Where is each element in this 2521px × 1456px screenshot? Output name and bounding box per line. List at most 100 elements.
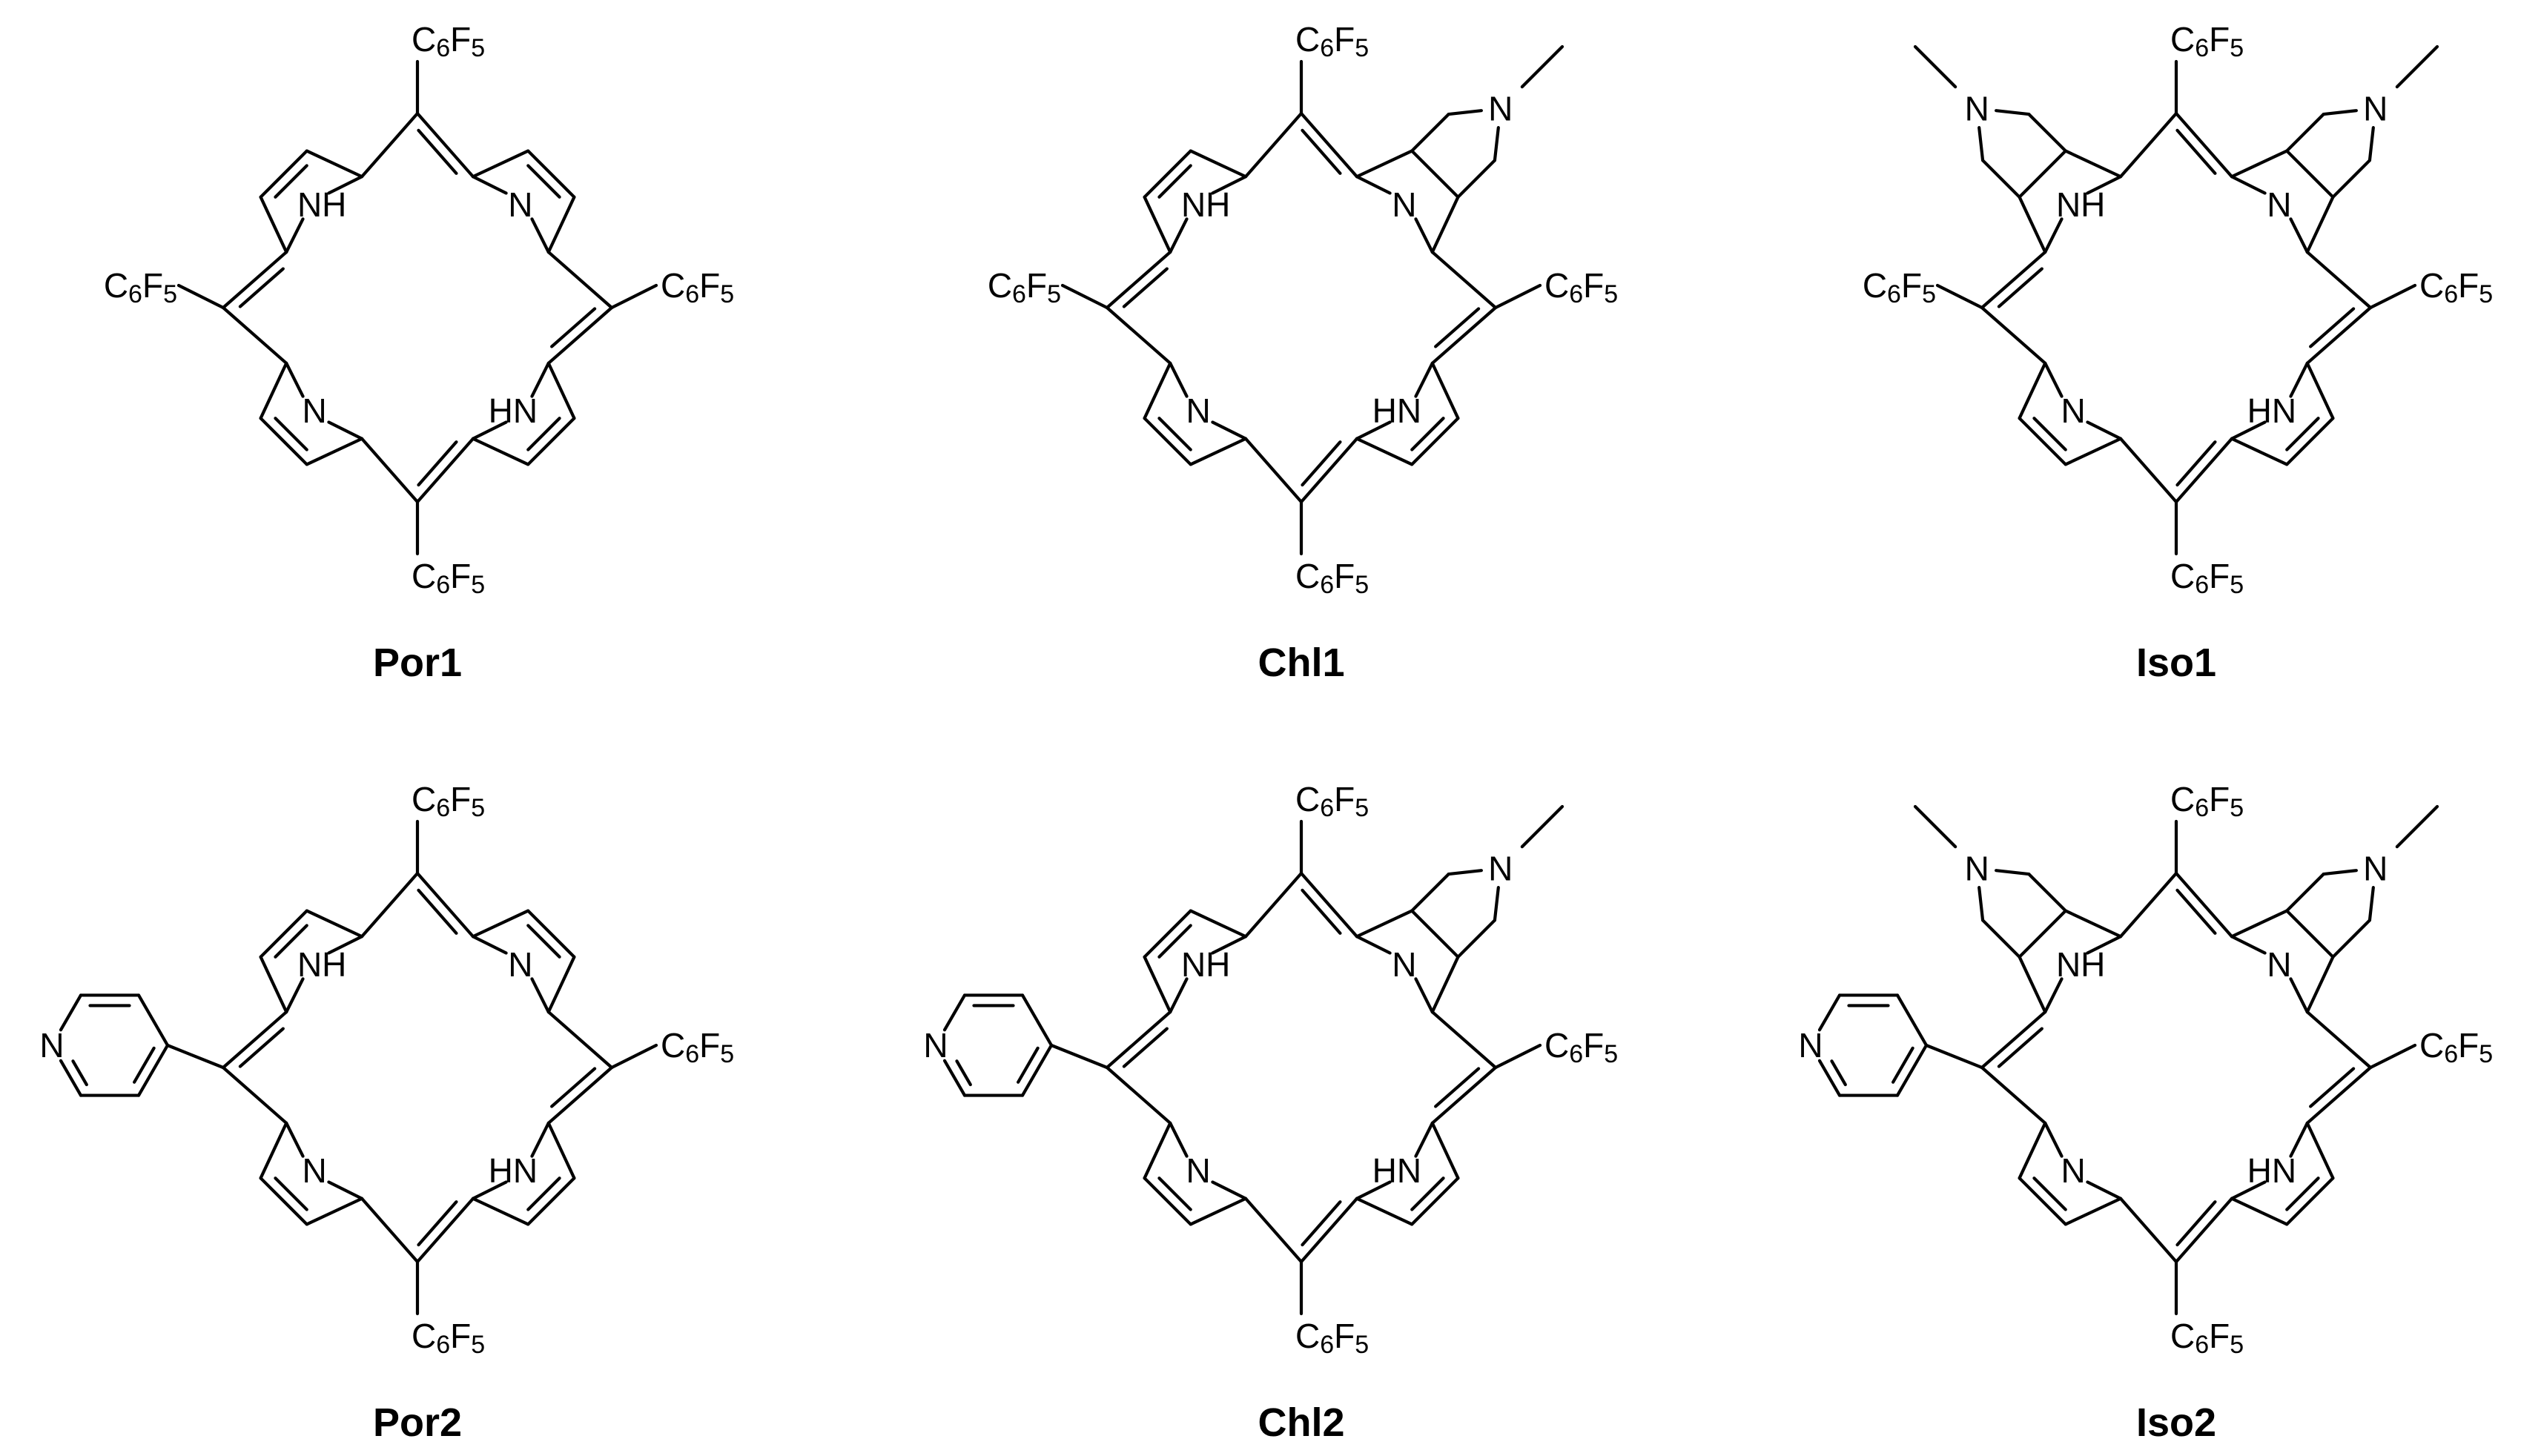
compound-label-iso2: Iso2 [2136,1400,2216,1445]
ring-bond [1430,195,1460,254]
ring-bond [471,149,530,179]
substituent-c: C [661,1026,685,1065]
substituent-f: F [1334,1317,1355,1355]
meso-double-bond [415,1197,475,1264]
pyrrolidine-bond [1456,919,1497,959]
meso-double-bond-inner [417,128,458,175]
substituent-f: F [1901,266,1922,305]
meso-bond [360,871,420,939]
pyridine-double-bond-inner [71,1059,88,1087]
c6f5-right: C6F5 [661,1026,734,1068]
ring-bond [471,1197,530,1226]
meso-double-bond-inner [1301,1200,1342,1247]
meso-bond [2118,1197,2178,1264]
n-label: N [2061,1151,2086,1190]
meso-bond [2305,1010,2373,1070]
ring-bond [1189,437,1248,466]
substituent-c_sub: 6 [436,571,450,599]
ring-double-bond [259,909,308,959]
meso-bond [546,250,614,310]
saturated-bond [2018,149,2067,199]
pyridine-double-bond [59,1059,83,1097]
nh-label: NH [297,945,346,984]
c6f5-right: C6F5 [661,266,734,308]
pyridine-nitrogen: N [923,1026,948,1065]
meso-double-bond [221,1010,288,1070]
c6f5-right: C6F5 [1544,266,1618,308]
meso-bond [2305,250,2373,310]
meso-double-bond-inner [550,1067,597,1108]
substituent-c_sub: 6 [1320,1331,1334,1359]
pyrrolidine-bond [1456,159,1497,199]
ring-double-bond-inner [2032,417,2067,451]
compound-label-iso1: Iso1 [2136,641,2216,685]
meso-bond [2118,437,2178,504]
meso-double-bond [2305,1065,2373,1125]
substituent-f_sub: 5 [2479,280,2493,308]
pyridine-double-bond-inner [955,1059,972,1087]
pyrrolidine-bond [1978,886,1985,922]
c6f5-right: C6F5 [2419,266,2493,308]
ring-double-bond-inner [2032,1177,2067,1211]
substituent-c_sub: 6 [1012,280,1026,308]
ring-bond [546,1121,576,1180]
ring-bond [2086,420,2123,440]
substituent-c: C [2419,266,2444,305]
c6f5-bottom: C6F5 [1295,557,1369,599]
meso-double-bond [1299,1197,1359,1264]
meso-double-bond-inner [2175,1200,2217,1247]
ring-bond [1143,1121,1172,1180]
saturated-bond [1410,149,1460,199]
ring-bond [1414,361,1434,398]
pyrrolidine-bond [2331,159,2372,199]
substituent-f_sub: 5 [720,1040,734,1068]
ring-bond [1355,175,1392,195]
substituent-c: C [1295,20,1320,59]
c6f5-top: C6F5 [412,20,485,62]
ring-bond [327,935,364,955]
meso-double-bond [2174,1197,2234,1264]
ring-double-bond [1143,149,1192,199]
substituent-f_sub: 5 [1355,1331,1369,1359]
ring-bond [2305,195,2335,254]
substituent-f_sub: 5 [2230,1331,2244,1359]
meso-double-bond [221,250,288,310]
ring-bond [2018,1121,2047,1180]
meso-double-bond-inner [2175,128,2217,175]
ring-bond [327,420,364,440]
substituent-c_sub: 6 [1887,280,1901,308]
substituent-f_sub: 5 [1604,1040,1618,1068]
ring-bond [2289,977,2309,1014]
ring-double-bond [1143,417,1192,466]
c6f5-bottom: C6F5 [1295,1317,1369,1359]
substituent-f_sub: 5 [1355,34,1369,62]
ring-double-bond [1143,909,1192,959]
meso-double-bond [1430,305,1498,365]
ring-bond [305,437,364,466]
n-label: N [2061,391,2086,430]
n-label: N [1186,391,1211,430]
substituent-f: F [450,780,471,818]
ring-bond [2043,977,2064,1014]
ring-bond [1430,361,1460,420]
substituent-f_sub: 5 [1355,794,1369,822]
meso-double-bond [1430,1065,1498,1125]
compound-label-por2: Por2 [373,1400,462,1445]
pyridine-double-bond [1020,1043,1054,1097]
substituent-bond [1935,283,1984,310]
substituent-f_sub: 5 [163,280,177,308]
ring-double-bond-inner [526,417,561,451]
c6f5-right: C6F5 [2419,1026,2493,1068]
ring-bond [305,1197,364,1226]
substituent-f: F [450,1317,471,1355]
substituent-c_sub: 6 [2444,280,2458,308]
c6f5-bottom: C6F5 [2170,1317,2244,1359]
pyridine-double-bond [1895,1043,1929,1097]
n-label: N [303,1151,327,1190]
substituent-f_sub: 5 [471,794,485,822]
meso-double-bond-inner [2175,888,2217,935]
meso-bond [360,437,420,504]
n-label: N [508,945,532,984]
ring-double-bond [526,149,576,199]
